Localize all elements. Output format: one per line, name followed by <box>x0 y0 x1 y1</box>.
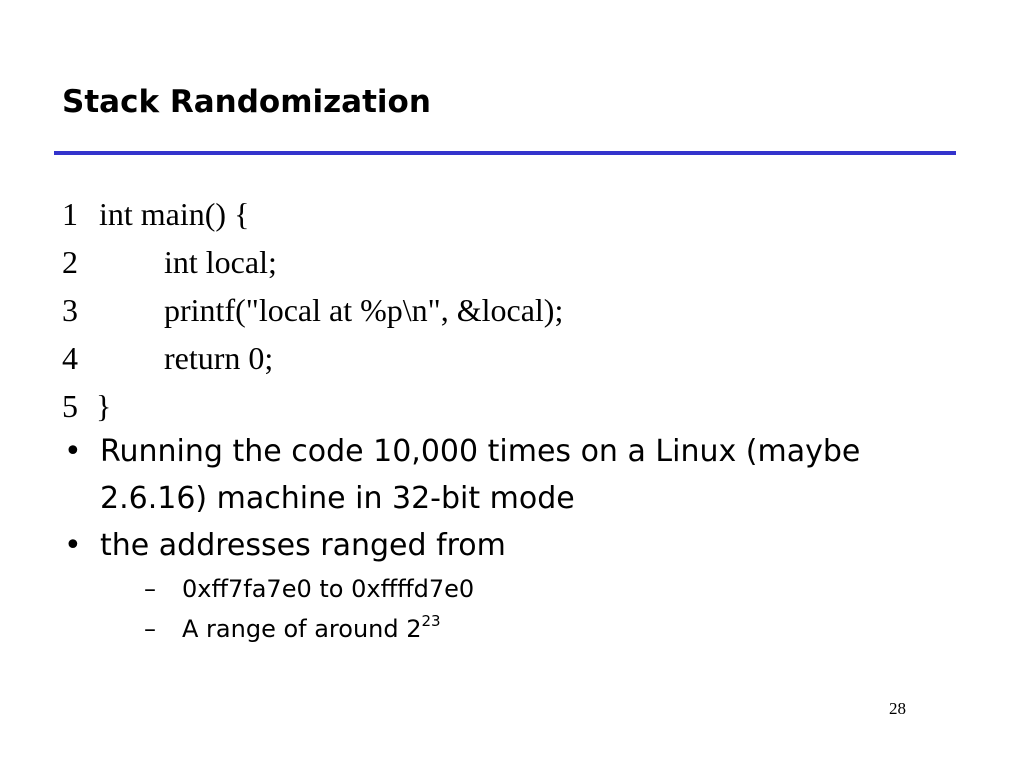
slide-title: Stack Randomization <box>62 84 431 120</box>
code-line-3: 3 printf("local at %p\n", &local); <box>62 286 563 334</box>
bullet-dot-icon: • <box>64 434 82 469</box>
exponent: 23 <box>421 612 441 630</box>
sub-bullet-item: – 0xff7fa7e0 to 0xffffd7e0 <box>100 569 962 609</box>
page-number: 28 <box>889 699 906 718</box>
dash-icon: – <box>144 575 156 603</box>
dash-icon: – <box>144 615 156 643</box>
bullet-item: • the addresses ranged from – 0xff7fa7e0… <box>62 522 962 649</box>
code-line-4: 4 return 0; <box>62 334 273 382</box>
bullet-text: the addresses ranged from <box>100 528 506 563</box>
code-line-number: 5 <box>62 388 78 424</box>
code-line-number: 4 <box>62 340 78 376</box>
code-line-5: 5 } <box>62 382 111 430</box>
sub-bullet-item: – A range of around 223 <box>100 609 962 649</box>
code-listing: 1 int main() { 2 int local; 3 printf("lo… <box>62 190 563 430</box>
bullet-list: • Running the code 10,000 times on a Lin… <box>62 428 962 649</box>
bullet-dot-icon: • <box>64 528 82 563</box>
code-line-text: printf("local at %p\n", &local); <box>164 292 564 328</box>
sub-bullet-text: 0xff7fa7e0 to 0xffffd7e0 <box>182 575 475 603</box>
bullet-item: • Running the code 10,000 times on a Lin… <box>62 428 962 522</box>
code-line-1: 1 int main() { <box>62 190 249 238</box>
bullet-text: Running the code 10,000 times on a Linux… <box>100 434 861 516</box>
code-line-number: 3 <box>62 292 78 328</box>
code-line-text: int main() { <box>99 196 250 232</box>
code-line-number: 1 <box>62 196 78 232</box>
code-line-number: 2 <box>62 244 78 280</box>
sub-bullet-text: A range of around 2 <box>182 615 422 643</box>
code-line-2: 2 int local; <box>62 238 277 286</box>
code-line-text: } <box>96 388 112 424</box>
sub-bullet-list: – 0xff7fa7e0 to 0xffffd7e0 – A range of … <box>100 569 962 649</box>
code-line-text: return 0; <box>164 340 274 376</box>
title-divider <box>54 151 956 155</box>
code-line-text: int local; <box>164 244 277 280</box>
